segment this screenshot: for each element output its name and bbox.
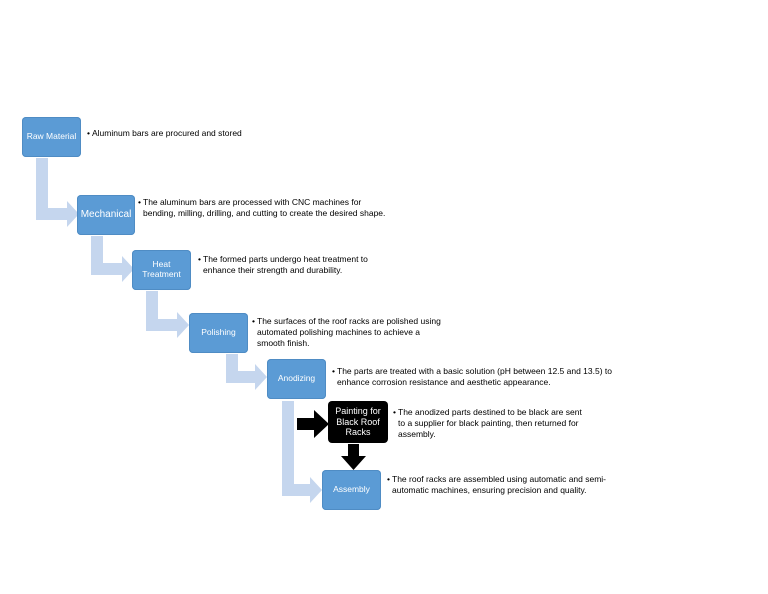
arrow-painting-to-assembly	[341, 444, 366, 470]
step-heat-treatment: Heat Treatment	[132, 250, 191, 290]
step-painting-description: The anodized parts destined to be black …	[391, 407, 583, 440]
step-assembly: Assembly	[322, 470, 381, 510]
step-mechanical-description: The aluminum bars are processed with CNC…	[136, 197, 393, 219]
step-assembly-description: The roof racks are assembled using autom…	[385, 474, 612, 496]
step-raw-material-description: Aluminum bars are procured and stored	[85, 128, 242, 139]
step-polishing-description: The surfaces of the roof racks are polis…	[250, 316, 447, 349]
step-painting-black-roof-racks: Painting for Black Roof Racks	[328, 401, 388, 443]
step-polishing: Polishing	[189, 313, 248, 353]
connector-anodizing-to-assembly	[282, 401, 322, 503]
step-heat-treatment-description: The formed parts undergo heat treatment …	[196, 254, 368, 276]
step-mechanical: Mechanical	[77, 195, 135, 235]
connector-raw-to-mechanical	[36, 158, 79, 227]
arrow-to-painting	[297, 410, 329, 438]
step-anodizing: Anodizing	[267, 359, 326, 399]
connector-heat-to-polishing	[146, 291, 189, 338]
connector-mechanical-to-heat	[91, 236, 134, 282]
connector-polishing-to-anodizing	[226, 354, 267, 390]
step-anodizing-description: The parts are treated with a basic solut…	[330, 366, 627, 388]
step-raw-material: Raw Material	[22, 117, 81, 157]
